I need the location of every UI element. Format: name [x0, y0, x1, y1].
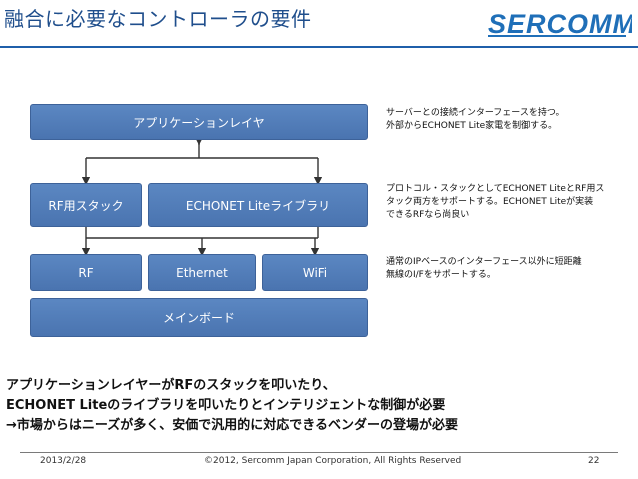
svg-text:SERCOMM: SERCOMM	[488, 9, 632, 39]
title-divider	[0, 46, 638, 48]
note-interface: 通常のIPベースのインターフェース以外に短距離 無線のI/Fをサポートする。	[386, 256, 582, 282]
summary-line: →市場からはニーズが多く、安価で汎用的に対応できるベンダーの登場が必要	[6, 418, 458, 433]
sercomm-logo: SERCOMM	[488, 9, 632, 39]
note-line: 外部からECHONET Lite家電を制御する。	[386, 121, 558, 131]
note-line: できるRFなら尚良い	[386, 210, 470, 220]
note-application: サーバーとの接続インターフェースを持つ。 外部からECHONET Lite家電を…	[386, 107, 564, 133]
footer-copyright: ©2012, Sercomm Japan Corporation, All Ri…	[204, 456, 462, 466]
echonet-library-box: ECHONET Liteライブラリ	[148, 183, 368, 227]
footer-divider	[20, 452, 618, 453]
rf-box: RF	[30, 254, 142, 291]
page-number: 22	[588, 456, 600, 466]
rf-stack-box: RF用スタック	[30, 183, 142, 227]
application-layer-box: アプリケーションレイヤ	[30, 104, 368, 140]
slide-title: 融合に必要なコントローラの要件	[4, 7, 312, 31]
note-line: 無線のI/Fをサポートする。	[386, 270, 496, 280]
note-line: プロトコル・スタックとしてECHONET LiteとRF用ス	[386, 184, 605, 194]
note-line: 通常のIPベースのインターフェース以外に短距離	[386, 257, 582, 267]
ethernet-box: Ethernet	[148, 254, 256, 291]
summary-text: アプリケーションレイヤーがRFのスタックを叩いたり、 ECHONET Liteの…	[6, 376, 458, 436]
footer-date: 2013/2/28	[40, 456, 87, 466]
note-line: サーバーとの接続インターフェースを持つ。	[386, 108, 565, 118]
summary-line: ECHONET Liteのライブラリを叩いたりとインテリジェントな制御が必要	[6, 398, 446, 413]
summary-line: アプリケーションレイヤーがRFのスタックを叩いたり、	[6, 378, 336, 393]
main-board-box: メインボード	[30, 298, 368, 337]
note-stack: プロトコル・スタックとしてECHONET LiteとRF用ス タック両方をサポー…	[386, 183, 604, 222]
wifi-box: WiFi	[262, 254, 368, 291]
note-line: タック両方をサポートする。ECHONET Liteが実装	[386, 197, 594, 207]
